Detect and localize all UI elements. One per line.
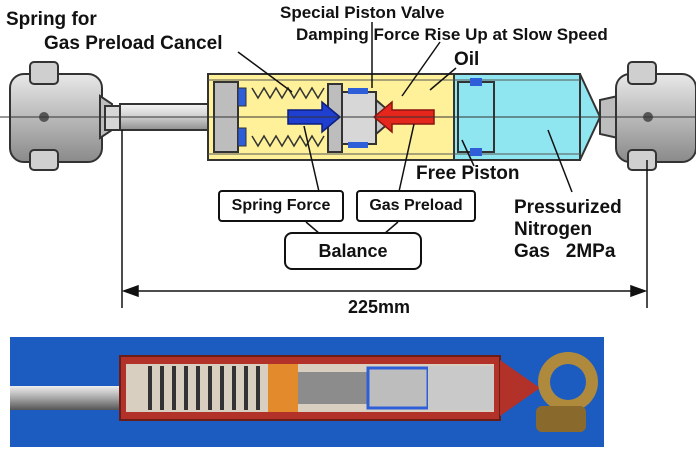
left-eye-mount bbox=[9, 61, 113, 171]
leader-lines bbox=[237, 22, 573, 235]
dimension-label: 225mm bbox=[348, 297, 411, 317]
damping-force-label: Damping Force Rise Up at Slow Speed bbox=[296, 25, 608, 44]
right-eye-mount bbox=[599, 61, 696, 171]
spring-force-box: Spring Force bbox=[218, 190, 344, 222]
oil-label: Oil bbox=[454, 49, 480, 70]
gas-preload-box: Gas Preload bbox=[356, 190, 476, 222]
balance-box: Balance bbox=[284, 232, 422, 270]
pressurized-label: Pressurized bbox=[514, 197, 622, 218]
gas-pressure-label: Gas 2MPa bbox=[514, 241, 616, 262]
cutaway-photo bbox=[10, 337, 604, 447]
nitrogen-label: Nitrogen bbox=[514, 219, 593, 240]
spring-for-label: Spring for bbox=[6, 9, 97, 30]
gas-preload-cancel-label: Gas Preload Cancel bbox=[44, 33, 223, 54]
special-piston-valve-label: Special Piston Valve bbox=[280, 3, 445, 22]
preload-cancel-spring bbox=[251, 86, 325, 148]
dimension-line-double-headed-arrow-icon bbox=[121, 130, 648, 308]
free-piston-label: Free Piston bbox=[416, 163, 520, 184]
